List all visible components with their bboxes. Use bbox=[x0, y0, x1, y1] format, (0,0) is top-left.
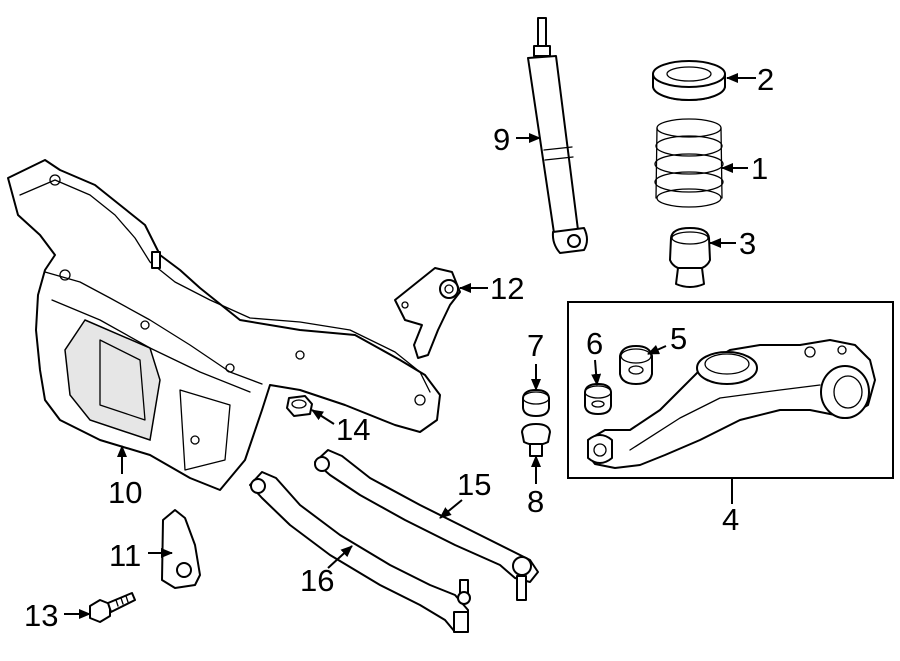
control-arm-bushing-large bbox=[619, 345, 653, 385]
callout-1: 1 bbox=[751, 151, 768, 186]
rear-subframe bbox=[7, 159, 441, 491]
bracket bbox=[394, 267, 461, 359]
callout-11: 11 bbox=[109, 538, 141, 573]
bolt bbox=[89, 592, 136, 623]
spring-insulator bbox=[652, 60, 726, 101]
callout-4: 4 bbox=[722, 502, 739, 537]
callout-14: 14 bbox=[336, 412, 370, 447]
nut bbox=[286, 395, 313, 417]
callout-5: 5 bbox=[670, 321, 687, 356]
shock-absorber bbox=[527, 17, 588, 254]
mounting-bracket bbox=[161, 509, 201, 589]
lateral-link-upper bbox=[314, 449, 539, 601]
control-arm-bushing-small bbox=[584, 383, 612, 415]
callout-9: 9 bbox=[493, 122, 510, 157]
callout-13: 13 bbox=[24, 598, 58, 633]
callout-15: 15 bbox=[457, 467, 491, 502]
leader-lines bbox=[64, 73, 756, 619]
callout-8: 8 bbox=[527, 484, 544, 519]
control-arm-group-box bbox=[567, 301, 894, 479]
lateral-link-lower bbox=[249, 471, 471, 633]
lower-control-arm bbox=[587, 339, 876, 469]
callout-3: 3 bbox=[739, 226, 756, 261]
callout-10: 10 bbox=[108, 475, 142, 510]
callout-12: 12 bbox=[490, 271, 524, 306]
stud bbox=[521, 423, 551, 457]
bump-stop bbox=[669, 227, 711, 288]
bushing bbox=[522, 389, 550, 417]
callout-7: 7 bbox=[527, 328, 544, 363]
callout-6: 6 bbox=[586, 326, 603, 361]
callout-labels: 1 2 3 4 5 6 7 8 9 10 11 12 13 14 15 16 bbox=[24, 62, 774, 633]
callout-16: 16 bbox=[300, 563, 334, 598]
coil-spring bbox=[654, 118, 724, 208]
callout-2: 2 bbox=[757, 62, 774, 97]
